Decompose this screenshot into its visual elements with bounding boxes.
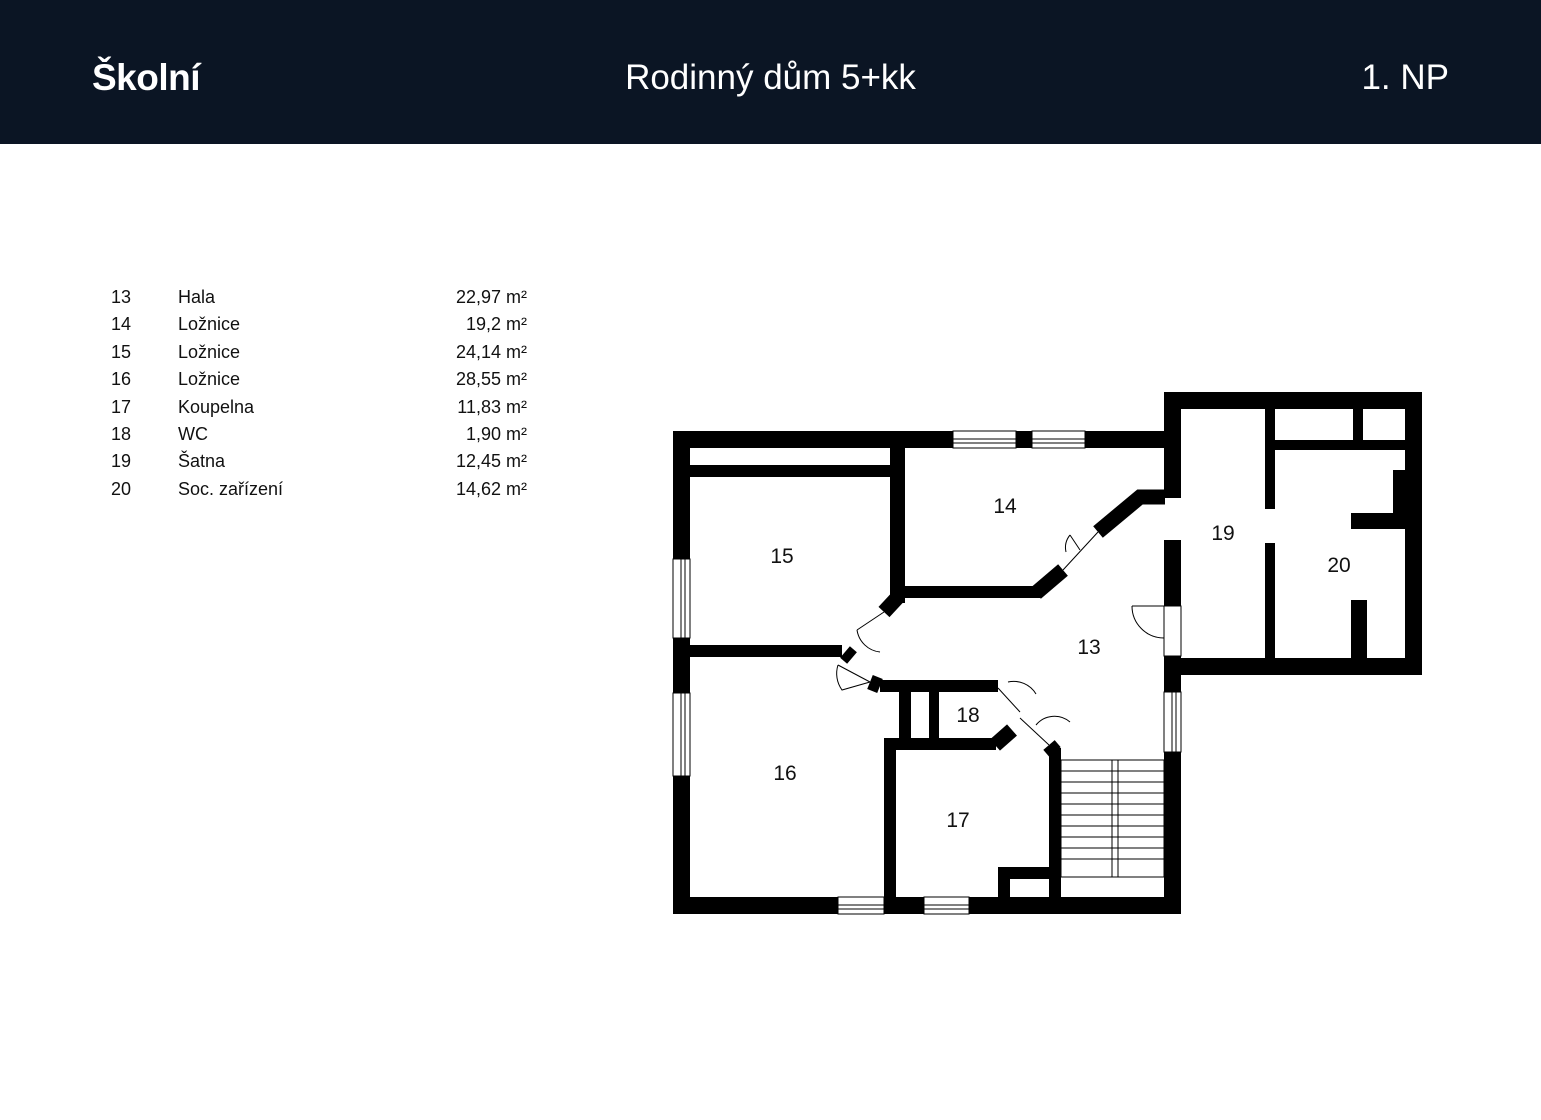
room-number: 13 bbox=[111, 287, 132, 307]
room-area: 12,45 m² bbox=[455, 451, 527, 472]
room-number: 14 bbox=[111, 314, 132, 335]
windows bbox=[672, 430, 1182, 915]
room-row: 15 Ložnice 24,14 m² bbox=[111, 339, 531, 366]
room-row: 18 WC 1,90 m² bbox=[111, 421, 531, 448]
room-area: 1,90 m² bbox=[465, 423, 527, 444]
room-name: WC bbox=[178, 423, 208, 444]
plan-label-20: 20 bbox=[1327, 554, 1350, 577]
room-list: 13 Hala 22,97 m² 14 Ložnice 19,2 m² 15 L… bbox=[111, 284, 531, 503]
room-row: 20 Soc. zařízení 14,62 m² bbox=[111, 476, 531, 503]
room-row: 16 Ložnice 28,55 m² bbox=[111, 366, 531, 393]
room-area: 19,2 m² bbox=[465, 314, 527, 335]
plan-label-14: 14 bbox=[993, 495, 1017, 518]
room-number: 19 bbox=[111, 451, 132, 472]
plan-label-19: 19 bbox=[1211, 522, 1234, 545]
plan-label-13: 13 bbox=[1077, 636, 1100, 659]
floor-label: 1. NP bbox=[1361, 58, 1449, 97]
room-number: 17 bbox=[111, 396, 132, 417]
room-name: Hala bbox=[178, 287, 216, 307]
plan-label-17: 17 bbox=[946, 809, 969, 832]
room-area: 11,83 m² bbox=[457, 396, 527, 417]
room-row: 19 Šatna 12,45 m² bbox=[111, 448, 531, 475]
room-name: Ložnice bbox=[178, 369, 241, 390]
room-area: 14,62 m² bbox=[455, 478, 527, 499]
room-row: 13 Hala 22,97 m² bbox=[111, 284, 531, 311]
header-bar: Školní Rodinný dům 5+kk 1. NP bbox=[0, 0, 1541, 144]
plan-label-16: 16 bbox=[773, 762, 796, 785]
room-name: Ložnice bbox=[178, 341, 241, 362]
page-title: Rodinný dům 5+kk bbox=[625, 58, 916, 97]
room-name: Ložnice bbox=[178, 314, 241, 335]
room-number: 20 bbox=[111, 478, 132, 499]
room-labels: 13 14 15 16 17 18 19 20 bbox=[770, 495, 1350, 832]
doors bbox=[836, 531, 1182, 746]
room-name: Šatna bbox=[178, 451, 226, 472]
room-number: 18 bbox=[111, 423, 132, 444]
room-area: 28,55 m² bbox=[455, 369, 527, 390]
plan-label-18: 18 bbox=[956, 704, 979, 727]
room-row: 17 Koupelna 11,83 m² bbox=[111, 394, 531, 421]
room-area: 22,97 m² bbox=[455, 287, 527, 307]
diagonal-walls bbox=[840, 489, 1165, 757]
room-number: 15 bbox=[111, 341, 132, 362]
plan-label-15: 15 bbox=[770, 545, 793, 568]
room-name: Soc. zařízení bbox=[178, 478, 284, 499]
room-number: 16 bbox=[111, 369, 132, 390]
staircase bbox=[1060, 759, 1165, 878]
walls bbox=[673, 392, 1422, 914]
room-row: 14 Ložnice 19,2 m² bbox=[111, 311, 531, 338]
room-name: Koupelna bbox=[178, 396, 255, 417]
brand-logo: Školní bbox=[92, 57, 201, 98]
room-area: 24,14 m² bbox=[455, 341, 527, 362]
